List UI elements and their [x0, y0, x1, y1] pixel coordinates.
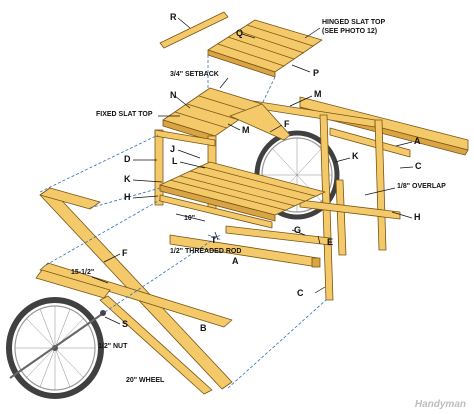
rail-c [329, 127, 411, 158]
leg-c [99, 295, 213, 395]
hinged-slat-top [207, 19, 323, 78]
label-k-right: K [352, 151, 359, 161]
handle-rail-a-end [311, 257, 321, 268]
brace-b [39, 262, 233, 328]
label-b: B [200, 323, 207, 333]
dim-10: 10" [184, 215, 196, 222]
callout-setback: 3/4" SETBACK [170, 71, 219, 78]
label-k-left: K [124, 174, 131, 184]
callout-hinged-slat-top: HINGED SLAT TOP [322, 19, 386, 26]
label-n: N [170, 90, 177, 100]
label-f-left: F [122, 248, 128, 258]
callout-threaded-rod: 1/2" THREADED ROD [170, 248, 242, 255]
rail-lower-h [299, 199, 401, 220]
post-front-left [154, 129, 164, 206]
callout-wheel: 20" WHEEL [126, 377, 165, 384]
rail-d [154, 129, 216, 147]
watermark-logo: Handyman [414, 399, 466, 410]
dim-15-half: 15-1/2" [71, 269, 95, 276]
dim-15-line [91, 276, 109, 284]
label-h-right: H [414, 212, 421, 222]
leader-lines [103, 17, 414, 325]
label-s: S [122, 319, 129, 329]
nut [100, 310, 106, 316]
post-rear-right [374, 119, 387, 251]
label-g: G [294, 225, 302, 235]
label-d: D [124, 154, 131, 164]
label-f-top: F [284, 119, 290, 129]
brace-m [229, 103, 291, 141]
label-q: Q [236, 28, 244, 38]
label-l: L [172, 156, 178, 166]
label-m-top: M [314, 89, 322, 99]
callout-see-photo: (SEE PHOTO 12) [322, 28, 378, 35]
label-e: E [327, 237, 334, 247]
label-c-bottom: C [297, 288, 304, 298]
label-j: J [170, 144, 176, 154]
label-a-mid: A [232, 256, 239, 266]
callout-fixed-slat-top: FIXED SLAT TOP [96, 111, 153, 118]
leg-f-top [39, 187, 101, 210]
rail-lower-e [225, 225, 331, 246]
post-front-right [335, 179, 347, 256]
leg-f [39, 187, 233, 390]
label-m-mid: M [242, 125, 250, 135]
lower-slat-shelf [159, 161, 326, 222]
callout-nut: 1/2" NUT [98, 343, 128, 350]
label-p: P [313, 68, 320, 78]
label-t: T [211, 235, 217, 245]
dim-10-line [175, 213, 206, 222]
label-c-right: C [415, 161, 422, 171]
axle-rod [9, 311, 106, 379]
cleat-r [159, 11, 229, 49]
label-h-left: H [124, 192, 131, 202]
label-a-right: A [414, 136, 421, 146]
callout-overlap: 1/8" OVERLAP [397, 183, 446, 190]
front-wheel [6, 297, 104, 399]
rail-h [159, 194, 273, 229]
assembly-lines [39, 55, 327, 389]
label-r: R [170, 12, 177, 22]
